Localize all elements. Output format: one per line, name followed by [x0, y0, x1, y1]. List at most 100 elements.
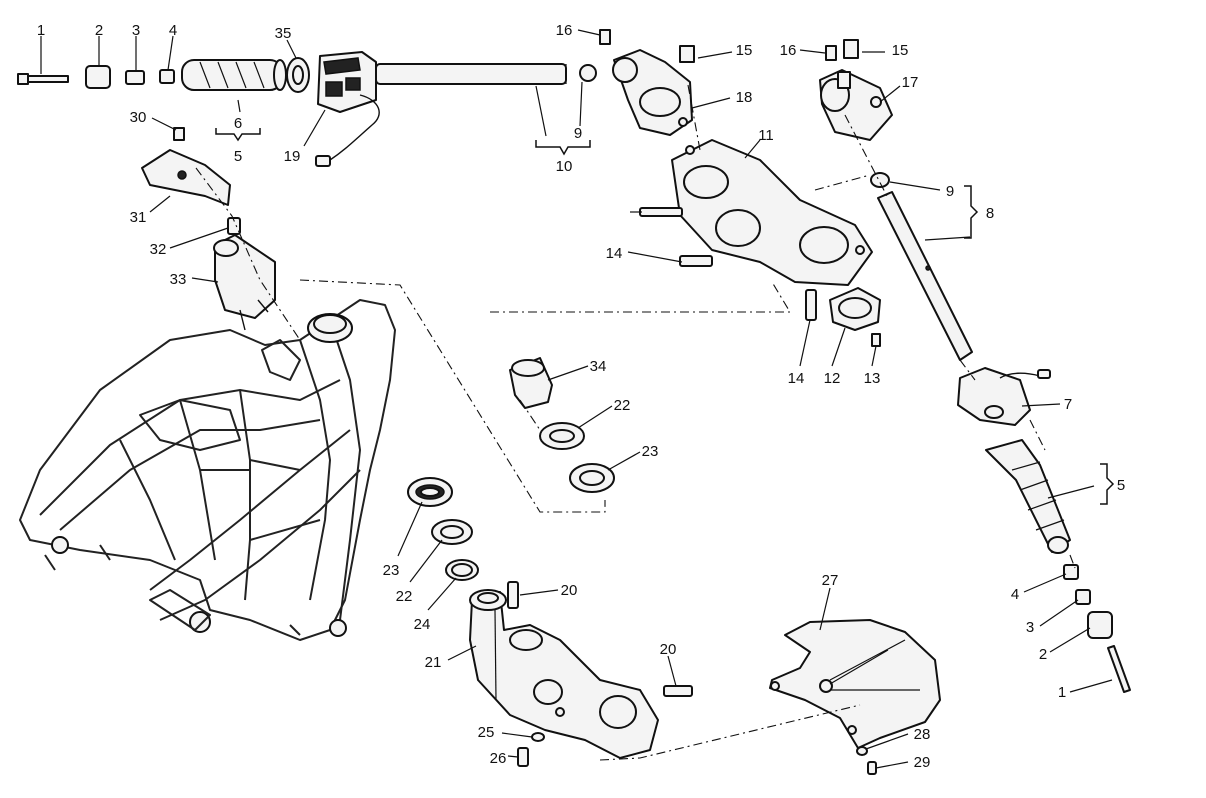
insert-4-right — [1063, 564, 1079, 580]
label-15-right: 15 — [892, 42, 909, 59]
bearing-23-lower — [407, 477, 453, 507]
washer-22-lower — [431, 519, 473, 545]
ring-24 — [445, 559, 479, 581]
label-10: 10 — [556, 158, 573, 175]
screw-16-right — [825, 45, 837, 61]
steering-bearing-parts — [407, 357, 615, 581]
screw-15-left — [679, 45, 695, 63]
label-16-left: 16 — [556, 22, 573, 39]
bolt-14-b — [679, 255, 713, 267]
pin-32 — [227, 217, 241, 235]
label-32: 32 — [150, 241, 167, 258]
label-17: 17 — [902, 74, 919, 91]
handlebar-10-left — [375, 63, 567, 85]
label-1-right: 1 — [1058, 684, 1066, 701]
leader-lines — [40, 29, 1113, 769]
label-5-left: 5 — [234, 148, 242, 165]
label-14-c: 14 — [788, 370, 805, 387]
upper-clamp-assembly — [599, 29, 893, 347]
label-14-a: 14 — [606, 245, 623, 262]
bolt-1-left — [17, 73, 69, 85]
insert-4-left — [159, 69, 175, 84]
label-23-top: 23 — [642, 443, 659, 460]
label-22-lower: 22 — [396, 588, 413, 605]
label-9-right: 9 — [946, 183, 954, 200]
label-31: 31 — [130, 209, 147, 226]
label-11: 11 — [758, 127, 774, 144]
label-24: 24 — [414, 616, 431, 633]
label-25: 25 — [478, 724, 495, 741]
label-23-lower: 23 — [383, 562, 400, 579]
assembly-lines — [195, 84, 1076, 761]
label-20-upper: 20 — [561, 582, 578, 599]
label-4-left: 4 — [169, 22, 177, 39]
bolt-14-c — [805, 289, 817, 321]
label-33: 33 — [170, 271, 187, 288]
label-35: 35 — [275, 25, 292, 42]
bolt-26 — [517, 747, 529, 767]
label-5-right: 5 — [1117, 477, 1125, 494]
label-22-top: 22 — [614, 397, 631, 414]
handlebar-8-right — [877, 191, 973, 361]
label-13: 13 — [864, 370, 881, 387]
washer-28 — [856, 746, 868, 756]
label-8: 8 — [986, 205, 994, 222]
label-9-left: 9 — [574, 125, 582, 142]
label-19: 19 — [284, 148, 301, 165]
bearing-23-top — [569, 463, 615, 493]
label-12: 12 — [824, 370, 841, 387]
bushing-34 — [509, 357, 553, 409]
washer-35 — [286, 57, 310, 93]
label-27: 27 — [822, 572, 839, 589]
brace-10 — [535, 140, 591, 156]
bolt-20-upper — [507, 581, 519, 609]
group-braces — [215, 128, 1115, 505]
throttle-grip-5 — [985, 439, 1071, 554]
label-26: 26 — [490, 750, 507, 767]
brace-8 — [964, 185, 979, 239]
clamp-17 — [819, 69, 893, 141]
bolt-14-a — [639, 207, 683, 217]
bar-end-weight-2-left — [85, 65, 111, 89]
bar-end-weight-2-right — [1087, 611, 1113, 639]
label-34: 34 — [590, 358, 607, 375]
spacer-3-left — [125, 70, 145, 85]
lower-yoke-assembly — [469, 581, 941, 775]
screw-13 — [871, 333, 881, 347]
screw-30 — [173, 127, 185, 141]
label-3-left: 3 — [132, 22, 140, 39]
ignition-switch-33 — [213, 234, 276, 331]
cover-27 — [769, 619, 941, 749]
part-number-labels: 1 2 3 4 35 6 5 19 9 10 16 15 18 16 15 17… — [37, 22, 1125, 771]
right-handlebar-assembly — [870, 172, 1131, 693]
label-1-left: 1 — [37, 22, 45, 39]
label-21: 21 — [425, 654, 442, 671]
label-3-right: 3 — [1026, 619, 1034, 636]
washer-25 — [531, 732, 545, 742]
label-30: 30 — [130, 109, 147, 126]
label-6: 6 — [234, 115, 242, 132]
label-15-left: 15 — [736, 42, 753, 59]
motorcycle-frame — [19, 299, 396, 641]
label-2-left: 2 — [95, 22, 103, 39]
spacer-3-right — [1075, 589, 1091, 605]
plug-9-left — [579, 64, 597, 82]
label-2-right: 2 — [1039, 646, 1047, 663]
label-28: 28 — [914, 726, 931, 743]
bolt-1-right — [1107, 645, 1131, 693]
throttle-housing-7 — [957, 367, 1051, 426]
label-20-lower: 20 — [660, 641, 677, 658]
brace-5-left — [215, 128, 261, 142]
clamp-12 — [829, 287, 881, 331]
switch-19 — [315, 51, 380, 167]
label-7: 7 — [1064, 396, 1072, 413]
label-4-right: 4 — [1011, 586, 1019, 603]
label-29: 29 — [914, 754, 931, 771]
top-yoke-11 — [671, 139, 873, 286]
bolt-20-lower — [663, 685, 693, 697]
washer-22-top — [539, 422, 585, 450]
label-16-right: 16 — [780, 42, 797, 59]
grip-6 — [181, 59, 287, 91]
